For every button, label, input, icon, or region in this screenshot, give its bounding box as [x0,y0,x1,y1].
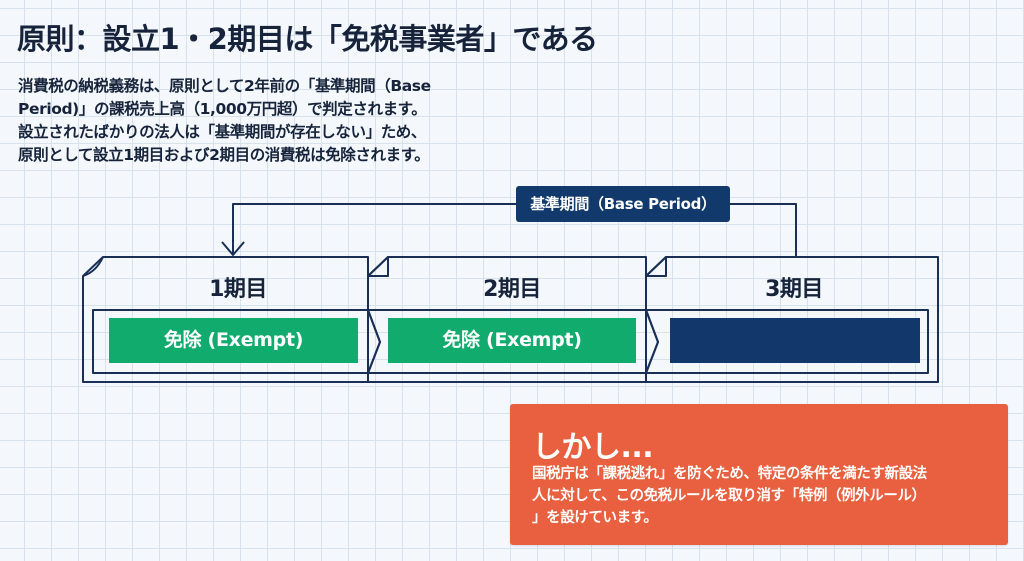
base-period-label: 基準期間（Base Period） [516,186,730,222]
period-3-band [645,309,929,374]
callout-line: 人に対して、この免税ルールを取り消す「特例（例外ルール） [532,488,926,504]
exception-callout: しかし... 国税庁は「課税逃れ」を防ぐため、特定の条件を満たす新設法 人に対し… [510,404,1008,545]
folded-corner-icon [367,256,389,277]
period-3-status-taxable [670,318,920,363]
period-3-title: 3期目 [765,277,823,302]
callout-line: 国税庁は「課税逃れ」を防ぐため、特定の条件を満たす新設法 [532,466,927,482]
intro-line: Period)」の課税売上高（1,000万円超）で判定されます。 [18,100,427,118]
callout-line: 」を設けています。 [532,510,658,526]
folded-corner-icon [82,256,104,277]
base-period-connector [232,203,797,257]
intro-line: 消費税の納税義務は、原則として2年前の「基準期間（Base [18,77,431,95]
intro-paragraph: 消費税の納税義務は、原則として2年前の「基準期間（Base Period)」の課… [18,75,488,167]
period-2-status-exempt: 免除 (Exempt) [388,318,636,363]
callout-body: 国税庁は「課税逃れ」を防ぐため、特定の条件を満たす新設法 人に対して、この免税ル… [532,463,998,529]
callout-heading: しかし... [532,430,654,465]
intro-line: 原則として設立1期目および2期目の消費税は免除されます。 [18,146,430,164]
period-2-title: 2期目 [483,277,541,302]
arrow-head-icon [221,241,245,256]
period-1-title: 1期目 [209,277,267,302]
period-1-status-exempt: 免除 (Exempt) [109,318,358,363]
page-title: 原則：設立1・2期目は「免税事業者」である [17,22,598,56]
folded-corner-icon [645,256,667,277]
intro-line: 設立されたばかりの法人は「基準期間が存在しない」ため、 [18,123,427,141]
